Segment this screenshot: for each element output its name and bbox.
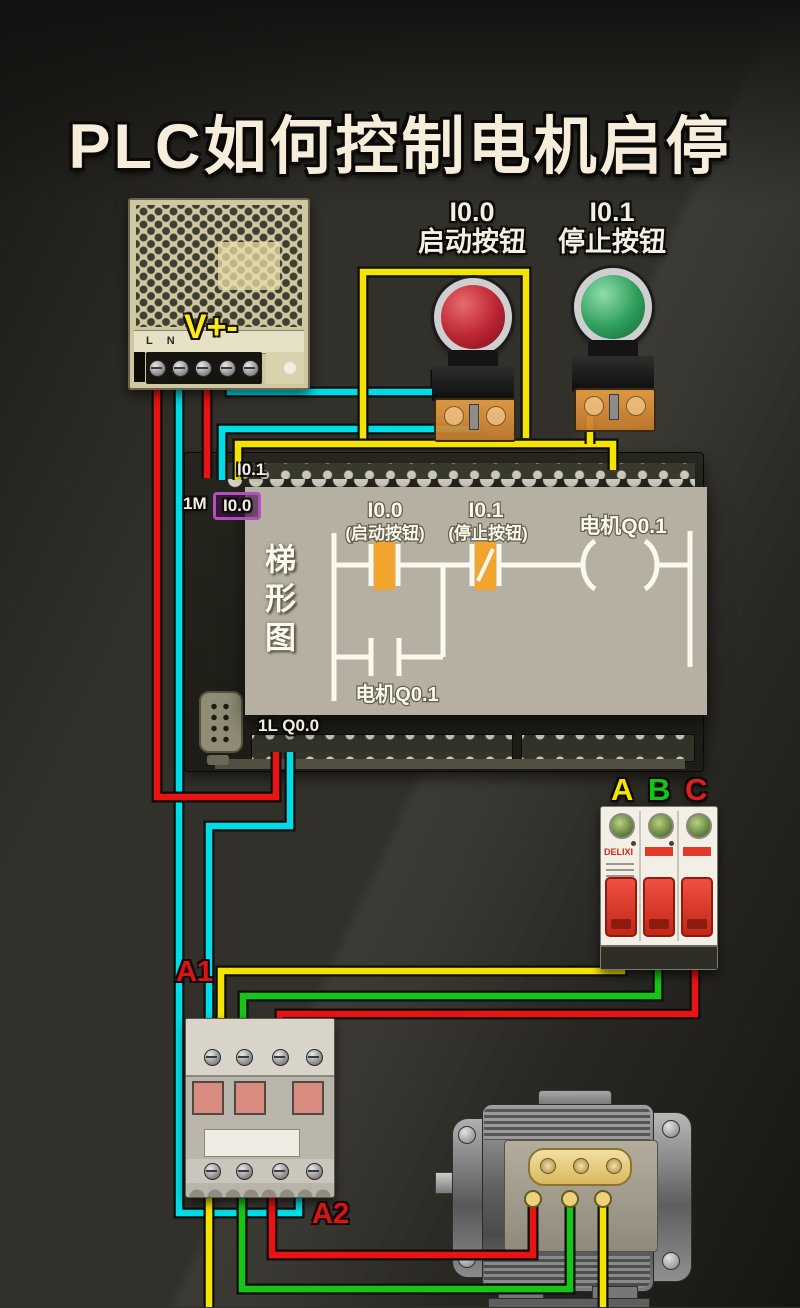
stop-button-label: I0.1 停止按钮	[542, 198, 682, 258]
ladder-start-address: I0.0	[367, 499, 402, 522]
switching-power-supply: LN V+-	[128, 198, 310, 390]
psu-inner-board	[218, 242, 280, 290]
breaker-screw	[609, 813, 635, 839]
contactor-a2-label: A2	[312, 1198, 350, 1230]
plc-base-rail	[215, 759, 685, 769]
psu-terminal-screw	[195, 359, 213, 377]
ladder-diagram: I0.0 (启动按钮) I0.1 (停止按钮) 电机Q0.1 电机Q0.1	[331, 498, 693, 707]
plc-top-terminal-strip	[225, 463, 695, 479]
ladder-holding-label: 电机Q0.1	[355, 682, 438, 706]
db9-serial-connector	[199, 691, 243, 753]
psu-switch	[134, 352, 145, 382]
three-phase-motor	[435, 1090, 695, 1308]
ladder-start-desc: (启动按钮)	[345, 523, 424, 543]
phase-a-label: A	[611, 772, 634, 807]
plc-bottom-terminal-strip-right	[521, 734, 695, 762]
stop-button-name: 停止按钮	[558, 227, 666, 257]
ladder-coil-label: 电机Q0.1	[579, 514, 667, 538]
plc-input-terminal-label-i01: I0.1	[237, 460, 266, 479]
contactor-contact-window	[292, 1081, 324, 1115]
wire-plc-q00-to-contactor-a1	[205, 752, 294, 1032]
breaker-screw	[648, 813, 674, 839]
breaker-handle-b[interactable]	[643, 877, 675, 937]
phase-b-label: B	[648, 772, 671, 807]
contactor-terminal-screw	[306, 1163, 323, 1180]
stop-button-address: I0.1	[589, 197, 635, 227]
breaker-screw	[686, 813, 712, 839]
contactor-nameplate	[204, 1129, 300, 1157]
psu-pcb-edge	[266, 352, 304, 384]
plc-round-port	[207, 755, 229, 765]
ladder-diagram-panel: 梯形图 I0.0 (启动按钮) I0.1 (停止按钮) 电机Q0.1 电机Q0.…	[245, 487, 707, 715]
contactor-terminal-screw	[204, 1049, 221, 1066]
phase-c-label: C	[685, 772, 708, 807]
plc-input-terminal-label-i00: I0.0	[213, 492, 262, 520]
psu-terminal-screw	[149, 359, 167, 377]
contactor-contact-window	[234, 1081, 266, 1115]
stop-button-cap[interactable]	[574, 268, 652, 346]
psu-terminal-markings: LN	[146, 335, 189, 347]
contactor	[185, 1018, 335, 1198]
start-button-body	[432, 366, 514, 402]
motor-terminal-plate	[528, 1148, 632, 1186]
start-push-button[interactable]	[426, 278, 522, 442]
start-button-address: I0.0	[449, 197, 495, 227]
start-button-name: 启动按钮	[418, 227, 526, 257]
ladder-panel-title: 梯形图	[260, 543, 295, 660]
ladder-coil-left-arc	[580, 538, 597, 592]
breaker-bottom-terminals	[601, 945, 717, 969]
contactor-terminal-screw	[236, 1049, 253, 1066]
stop-button-body	[572, 356, 654, 392]
motor-bolt	[662, 1252, 680, 1270]
circuit-breaker: DELIXI	[600, 806, 718, 970]
psu-terminal-block	[146, 352, 262, 384]
plc-output-terminal-label: 1L Q0.0	[258, 716, 320, 735]
breaker-handle-c[interactable]	[681, 877, 713, 937]
plc-bottom-terminal-strip-left	[251, 734, 513, 762]
stop-push-button[interactable]	[566, 268, 662, 432]
contactor-terminal-screw	[272, 1049, 289, 1066]
contactor-a1-label: A1	[176, 956, 214, 988]
motor-cooling-fins-bottom	[484, 1256, 650, 1288]
motor-bolt	[662, 1120, 680, 1138]
motor-bolt	[458, 1126, 476, 1144]
contactor-terminal-screw	[306, 1049, 323, 1066]
start-button-label: I0.0 启动按钮	[402, 198, 542, 258]
contactor-terminal-screw	[272, 1163, 289, 1180]
stop-button-contact-block	[574, 388, 656, 432]
ladder-stop-desc: (停止按钮)	[448, 523, 527, 543]
ladder-contact-start-highlight	[374, 540, 395, 590]
contactor-terminal-screw	[236, 1163, 253, 1180]
ladder-stop-address: I0.1	[468, 499, 503, 522]
breaker-brand: DELIXI	[604, 847, 634, 857]
contactor-bottom-edge	[188, 1185, 332, 1197]
psu-voltage-label: V+-	[184, 308, 238, 346]
contactor-top-terminals	[186, 1019, 334, 1077]
psu-terminal-screw	[241, 359, 259, 377]
plc-common-terminal-label-1m: 1M	[183, 494, 207, 513]
start-button-cap[interactable]	[434, 278, 512, 356]
ladder-holding-contact	[368, 638, 402, 676]
page-title: PLC如何控制电机启停	[68, 112, 732, 182]
contactor-contact-window	[192, 1081, 224, 1115]
motor-cooling-fins-top	[484, 1106, 650, 1140]
breaker-handle-a[interactable]	[605, 877, 637, 937]
ladder-coil-right-arc	[643, 538, 660, 592]
start-button-contact-block	[434, 398, 516, 442]
psu-terminal-screw	[172, 359, 190, 377]
contactor-terminal-screw	[204, 1163, 221, 1180]
motor-bolt	[458, 1250, 476, 1268]
psu-terminal-screw	[218, 359, 236, 377]
